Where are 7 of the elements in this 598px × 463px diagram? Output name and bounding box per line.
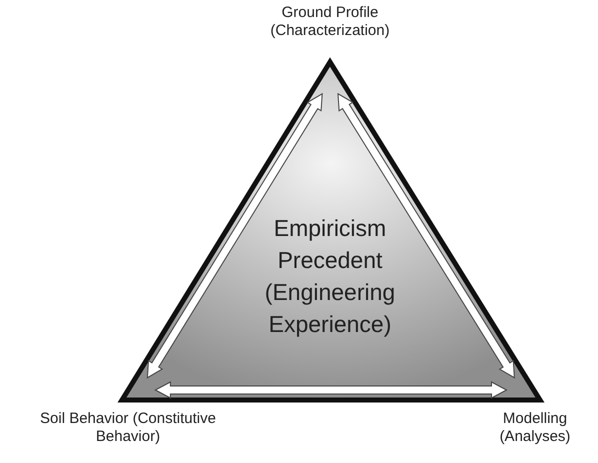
double-arrow xyxy=(337,92,515,379)
vertex-label: Soil Behavior (Constitutive Behavior) xyxy=(28,410,228,446)
center-text: Empiricism Precedent (Engineering Experience) xyxy=(264,214,396,339)
double-arrow xyxy=(146,92,323,379)
double-arrow xyxy=(154,381,508,399)
vertex-label: Ground Profile (Characterization) xyxy=(250,4,410,40)
vertex-label: Modelling (Analyses) xyxy=(480,410,590,446)
